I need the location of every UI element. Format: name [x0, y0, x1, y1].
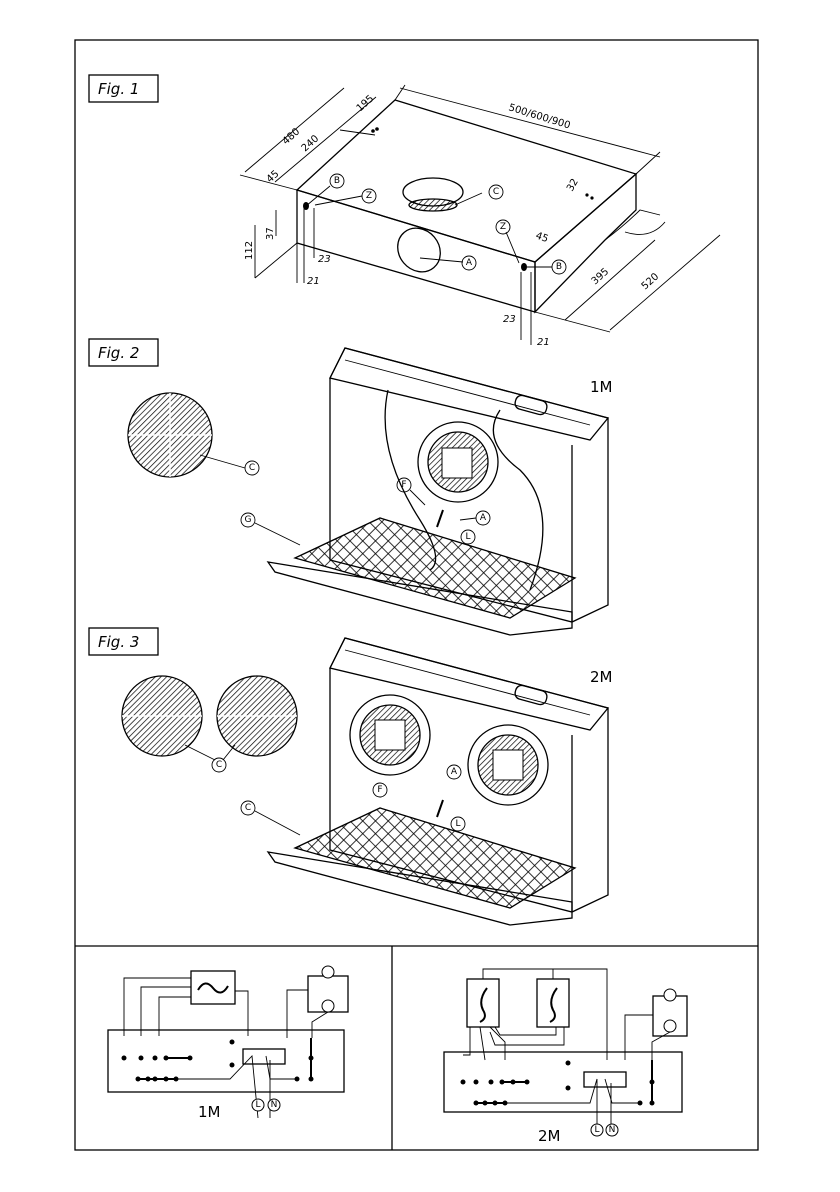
svg-text:C: C: [216, 760, 222, 770]
dim-21-right: 21: [537, 337, 550, 348]
svg-text:C: C: [249, 463, 255, 473]
wiring-diagram-1m: L N 1M: [108, 966, 348, 1121]
svg-text:N: N: [609, 1125, 616, 1135]
callout-b-right: B: [556, 262, 562, 272]
svg-text:A: A: [480, 513, 487, 523]
svg-text:L: L: [594, 1125, 599, 1135]
dim-45-left: 45: [265, 169, 282, 186]
dim-395: 395: [590, 266, 612, 287]
dim-21-left: 21: [307, 276, 320, 287]
callout-b: B: [334, 176, 340, 186]
dimension-lines: [245, 85, 720, 345]
svg-text:L: L: [255, 1100, 260, 1110]
lamp-1m-top: [322, 966, 334, 978]
dim-32: 32: [565, 177, 581, 194]
svg-text:F: F: [401, 480, 406, 490]
lamp-2m-top: [664, 989, 676, 1001]
svg-text:L: L: [465, 532, 470, 542]
wiring-diagram-2m: L N 2M: [444, 969, 687, 1145]
fig2-caption: Fig. 2: [98, 344, 139, 362]
hood-top-face: [297, 100, 636, 262]
dim-240: 240: [300, 133, 322, 154]
part-callouts-fig1: B Z C A Z B: [330, 174, 566, 274]
callout-c: C: [493, 187, 499, 197]
dim-23-right: 23: [503, 314, 516, 325]
svg-text:G: G: [245, 515, 252, 525]
fixing-hole-b-right: [521, 263, 527, 271]
fig3-caption: Fig. 3: [98, 633, 139, 651]
grease-filter-g: [295, 518, 575, 618]
filter-collar-c: [409, 199, 457, 211]
svg-text:A: A: [451, 767, 458, 777]
figure-3: Fig. 3 2M C C F A L: [89, 628, 613, 925]
fig3-model-label: 2M: [590, 668, 613, 686]
fig1-caption: Fig. 1: [98, 80, 139, 98]
dim-37: 37: [265, 227, 276, 240]
grease-filter-2m: [295, 808, 575, 908]
dim-45-right: 45: [534, 230, 550, 245]
figure-2: Fig. 2 1M C G F A L: [89, 339, 613, 635]
callout-z-right: Z: [500, 222, 506, 232]
dim-195: 195: [355, 93, 377, 114]
dim-112: 112: [244, 241, 255, 260]
fig2-model-label: 1M: [590, 378, 613, 396]
dim-23-left: 23: [318, 254, 331, 265]
svg-text:L: L: [455, 819, 460, 829]
callout-z: Z: [366, 191, 372, 201]
air-outlet-a: [389, 220, 449, 281]
wiring-2m-caption: 2M: [538, 1127, 561, 1145]
dim-480: 480: [281, 126, 303, 147]
callout-a: A: [466, 258, 473, 268]
svg-text:N: N: [271, 1100, 278, 1110]
lamp-1m-bottom: [322, 1000, 334, 1012]
lamp-2m-bottom: [664, 1020, 676, 1032]
wiring-1m-caption: 1M: [198, 1103, 221, 1121]
figure-1: Fig. 1: [89, 75, 720, 348]
pcb-board-1m: [108, 1030, 344, 1092]
dim-width: 500/600/900: [507, 102, 571, 131]
svg-text:C: C: [245, 803, 251, 813]
svg-text:F: F: [377, 785, 382, 795]
